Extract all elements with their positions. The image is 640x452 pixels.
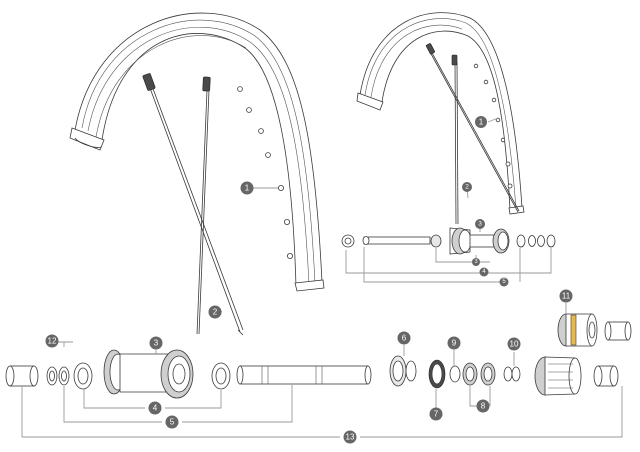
front-rim: [69, 12, 325, 292]
svg-text:12: 12: [48, 337, 57, 346]
svg-text:1: 1: [479, 118, 484, 127]
front-rim-spoke-holes: [237, 86, 293, 259]
callout-13: 13: [343, 430, 357, 444]
callout-3-rear-lower: 3: [472, 258, 480, 266]
callout-4-front: 4: [148, 401, 162, 415]
callout-7: 7: [429, 407, 443, 421]
callout-5-rear: 5: [499, 277, 509, 287]
callout-1-front: 1: [240, 181, 254, 195]
front-spokes: [142, 73, 244, 336]
svg-text:5: 5: [502, 279, 506, 285]
svg-text:3: 3: [154, 339, 159, 348]
callout-3-rear: 3: [475, 219, 485, 229]
svg-text:4: 4: [153, 404, 158, 413]
rear-hub-small: [341, 227, 556, 255]
svg-text:9: 9: [452, 339, 457, 348]
svg-text:2: 2: [213, 308, 218, 317]
svg-text:10: 10: [510, 340, 519, 349]
rear-spokes: [425, 43, 520, 225]
callout-2-rear: 2: [462, 182, 472, 192]
front-hub-exploded: [5, 349, 372, 399]
callout-8: 8: [476, 399, 490, 413]
svg-text:4: 4: [482, 269, 486, 275]
callout-11: 11: [559, 289, 573, 303]
callout-12: 12: [45, 334, 59, 348]
freehub-body-top: [557, 313, 632, 347]
svg-text:3: 3: [478, 221, 482, 228]
svg-text:3: 3: [474, 259, 477, 265]
svg-text:8: 8: [481, 402, 486, 411]
callout-10: 10: [507, 337, 521, 351]
svg-text:1: 1: [245, 184, 250, 193]
callout-1-rear: 1: [475, 116, 487, 128]
callout-badges: 1 1 2 2 3 3 3 4 4 5 5 6: [45, 116, 573, 444]
rear-rim: [356, 12, 525, 215]
svg-text:11: 11: [562, 292, 571, 301]
svg-text:2: 2: [465, 184, 469, 191]
leader-lines: [21, 117, 623, 438]
callout-6: 6: [397, 331, 411, 345]
svg-text:13: 13: [346, 433, 355, 442]
callout-2-front: 2: [208, 305, 222, 319]
callout-3-front: 3: [149, 336, 163, 350]
freehub-parts: [389, 355, 619, 396]
svg-text:5: 5: [170, 418, 175, 427]
rear-rim-spoke-holes: [473, 63, 513, 189]
callout-9: 9: [447, 336, 461, 350]
callout-5-front: 5: [165, 415, 179, 429]
svg-text:7: 7: [434, 410, 439, 419]
callout-4-rear: 4: [479, 267, 489, 277]
svg-text:6: 6: [402, 334, 407, 343]
